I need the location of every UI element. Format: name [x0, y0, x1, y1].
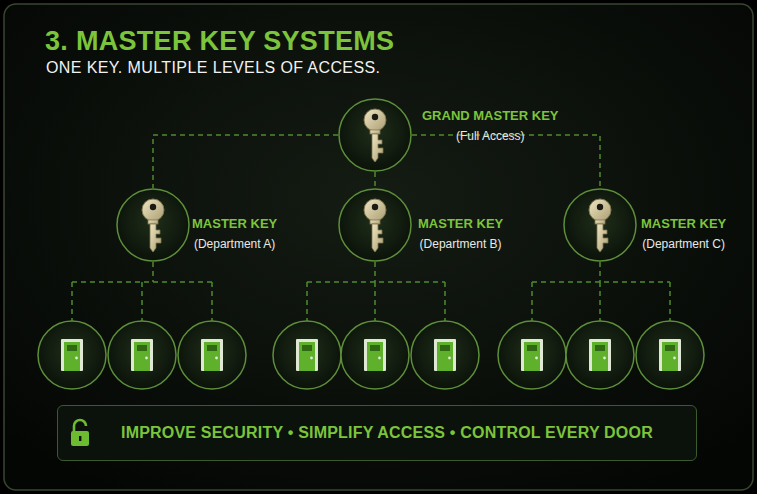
circle-outline [116, 188, 190, 262]
key-title: MASTER KEY [641, 216, 726, 231]
key-scope: (Full Access) [422, 129, 559, 143]
node-label-group: MASTER KEY (Department B) [418, 216, 503, 251]
key-scope: (Department C) [641, 237, 726, 251]
lock-icon [71, 420, 89, 446]
circle-shape [339, 99, 411, 171]
circle-shape [117, 189, 189, 261]
master-key-node: MASTER KEY(Department C) [563, 188, 637, 262]
key-scope: (Department B) [418, 237, 503, 251]
master-key-node: MASTER KEY(Department A) [116, 188, 190, 262]
key-title: MASTER KEY [192, 216, 277, 231]
key-icons [142, 109, 611, 252]
door-leader-lines [72, 262, 670, 321]
circle-shape [339, 189, 411, 261]
diagram-title: 3. MASTER KEY SYSTEMS [45, 26, 394, 57]
node-label-group: MASTER KEY (Department A) [192, 216, 277, 251]
dashed-connector [153, 135, 338, 188]
subtitle-label: ONE KEY. MULTIPLE LEVELS OF ACCESS. [46, 59, 380, 77]
door-icons [38, 321, 704, 389]
benefits-band: IMPROVE SECURITY • SIMPLIFY ACCESS • CON… [57, 405, 697, 461]
master-key-node: MASTER KEY(Department B) [338, 188, 412, 262]
node-label-group: MASTER KEY (Department C) [641, 216, 726, 251]
key-title: GRAND MASTER KEY [422, 108, 559, 123]
node-label-group: GRAND MASTER KEY (Full Access) [422, 108, 559, 143]
frame [4, 4, 753, 490]
dashed-connector [374, 172, 376, 188]
circle-outline [338, 188, 412, 262]
circle-outline [563, 188, 637, 262]
circle-outline [338, 98, 412, 172]
key-title: MASTER KEY [418, 216, 503, 231]
benefits-text: IMPROVE SECURITY • SIMPLIFY ACCESS • CON… [121, 424, 653, 442]
key-scope: (Department A) [192, 237, 277, 251]
grand-master-key-node: GRAND MASTER KEY(Full Access) [338, 98, 412, 172]
circle-shape [564, 189, 636, 261]
